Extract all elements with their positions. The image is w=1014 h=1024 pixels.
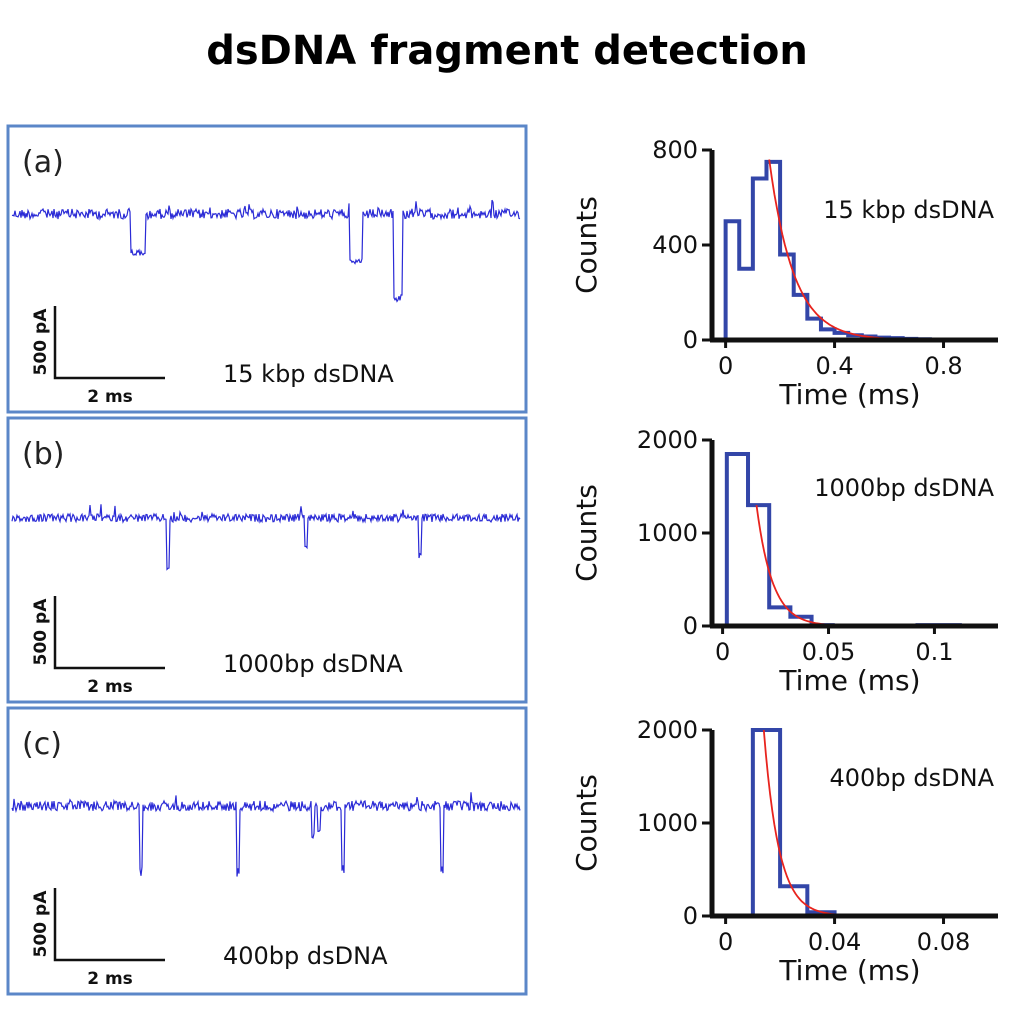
histogram-bar (727, 454, 748, 626)
panel-label: (b) (22, 437, 64, 472)
trace-label: 15 kbp dsDNA (223, 360, 394, 388)
y-tick-label: 0 (683, 902, 698, 930)
y-tick-label: 0 (683, 326, 698, 354)
x-tick-label: 0.05 (802, 638, 855, 666)
x-tick-label: 0 (715, 638, 730, 666)
current-trace (11, 504, 521, 571)
trace-frame (6, 124, 528, 414)
x-axis-title: Time (ms) (778, 378, 920, 411)
histogram-annotation: 400bp dsDNA (830, 764, 995, 792)
panel-b: (b) 500 pA 2 ms 1000bp dsDNA (6, 416, 528, 704)
x-axis-title: Time (ms) (778, 954, 920, 987)
histogram-bar (739, 269, 753, 340)
y-axis-title: Counts (570, 196, 603, 294)
panel-label: (c) (22, 727, 62, 762)
scale-bar (53, 306, 165, 380)
panel-label: (a) (22, 145, 64, 180)
histogram-annotation: 15 kbp dsDNA (823, 196, 994, 224)
x-tick-label: 0 (718, 928, 733, 956)
panel-c: (c) 500 pA 2 ms 400bp dsDNA (6, 706, 528, 996)
panel-a: (a) 500 pA 2 ms 15 kbp dsDNA (6, 124, 528, 414)
y-tick-label: 1000 (637, 519, 698, 547)
trace-label: 1000bp dsDNA (223, 650, 403, 678)
histogram-outline (750, 728, 864, 918)
histogram-bar (769, 607, 790, 626)
y-axis-title: Counts (570, 484, 603, 582)
x-tick-label: 0.1 (915, 638, 953, 666)
fit-curve (768, 159, 979, 341)
histogram-annotation: 1000bp dsDNA (814, 474, 994, 502)
trace-frame (6, 706, 528, 996)
y-tick-label: 800 (652, 136, 698, 164)
x-tick-label: 0.04 (808, 928, 861, 956)
x-tick-label: 0.08 (917, 928, 970, 956)
histogram-bar (807, 319, 821, 340)
x-tick-label: 0.4 (815, 352, 853, 380)
x-tick-label: 0.8 (924, 352, 962, 380)
y-tick-label: 2000 (637, 426, 698, 454)
scale-time-label: 2 ms (87, 387, 133, 407)
histogram-bar (753, 179, 767, 341)
histogram-bar (794, 295, 808, 340)
trace-frame (6, 416, 528, 704)
scale-current-label: 500 pA (31, 308, 51, 376)
figure-title: dsDNA fragment detection (206, 28, 808, 74)
histogram-bar (726, 221, 740, 340)
scale-time-label: 2 ms (87, 677, 133, 697)
current-trace (11, 199, 521, 303)
scale-current-label: 500 pA (31, 598, 51, 666)
current-trace (11, 792, 521, 877)
y-tick-label: 400 (652, 231, 698, 259)
trace-label: 400bp dsDNA (223, 942, 388, 970)
y-axis-title: Counts (570, 774, 603, 872)
y-tick-label: 1000 (637, 809, 698, 837)
y-tick-label: 0 (683, 612, 698, 640)
x-tick-label: 0 (718, 352, 733, 380)
scale-bar (53, 888, 165, 962)
histogram-outline (723, 159, 932, 342)
scale-time-label: 2 ms (87, 969, 133, 989)
x-axis-title: Time (ms) (778, 664, 920, 697)
y-tick-label: 2000 (637, 716, 698, 744)
scale-current-label: 500 pA (31, 890, 51, 958)
scale-bar (53, 596, 165, 670)
